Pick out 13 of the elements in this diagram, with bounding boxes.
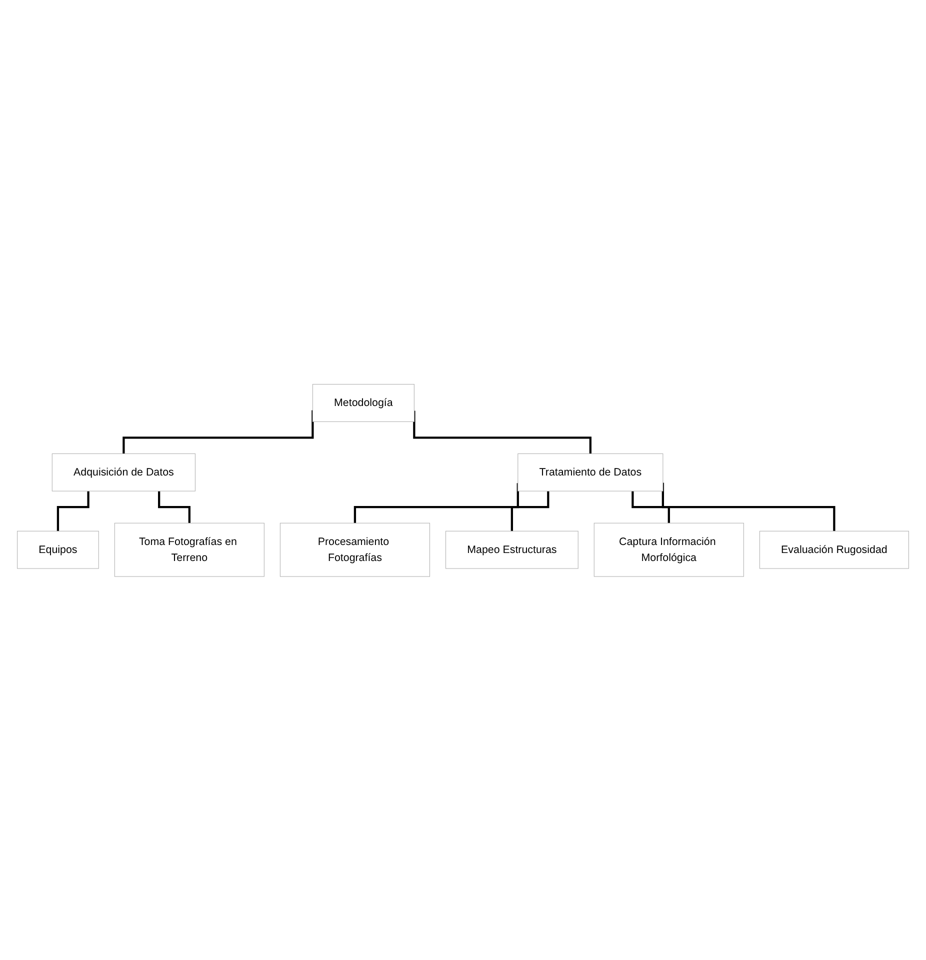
node-box: Adquisición de Datos xyxy=(52,453,196,491)
node-box: Equipos xyxy=(17,530,99,568)
node-box: Procesamiento Fotografías xyxy=(280,522,430,576)
connector xyxy=(158,490,190,524)
node-box: Metodología xyxy=(312,384,414,422)
connector xyxy=(510,490,550,532)
node-box: Mapeo Estructuras xyxy=(445,530,578,568)
connector xyxy=(632,490,670,524)
node-box: Captura Información Morfológica xyxy=(594,522,744,576)
node-box: Evaluación Rugosidad xyxy=(759,530,909,568)
connector xyxy=(56,490,90,532)
node-box: Tratamiento de Datos xyxy=(518,453,664,491)
node-box: Toma Fotografías en Terreno xyxy=(114,522,264,576)
